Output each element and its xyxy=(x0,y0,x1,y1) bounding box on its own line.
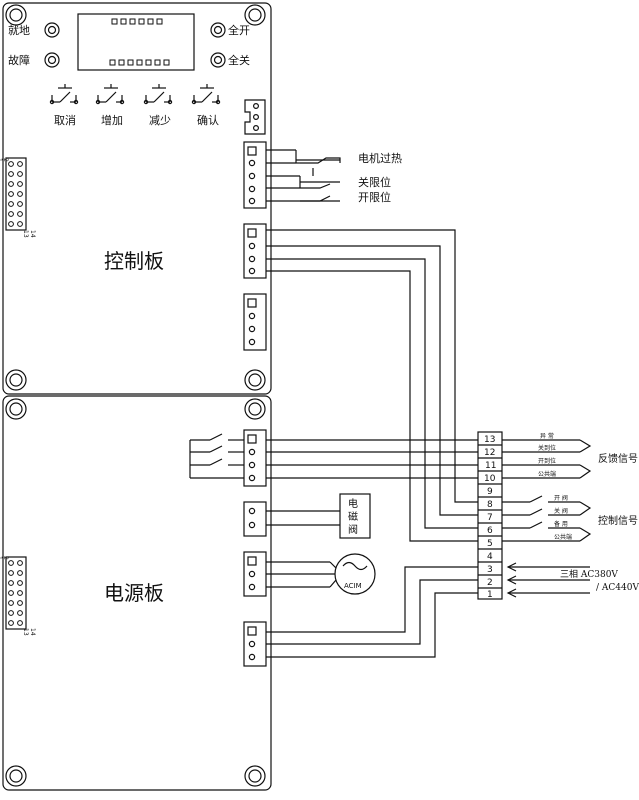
terminal-number: 7 xyxy=(487,513,493,523)
feedback-line-label: 关到位 xyxy=(538,444,556,452)
mounting-hole xyxy=(5,4,27,26)
feedback-signal-label: 反馈信号 xyxy=(598,452,638,465)
button-decrease-label: 减少 xyxy=(149,114,171,127)
display-top-pins xyxy=(111,18,163,25)
indicator-ready-label: 就地 xyxy=(8,23,30,37)
pin-header xyxy=(5,556,27,630)
terminal-number: 2 xyxy=(487,578,493,588)
header-pin-label: 2 xyxy=(2,158,9,162)
limit-switch-wiring xyxy=(266,149,341,202)
control-line-label: 备 用 xyxy=(554,520,568,528)
control-input-lines xyxy=(502,495,592,542)
feedback-output-lines xyxy=(502,439,592,479)
control-line-label: 公共端 xyxy=(554,533,572,541)
control-line-label: 开 阀 xyxy=(554,494,568,502)
power-arrows xyxy=(506,562,590,598)
connector-spare xyxy=(243,293,267,351)
terminal-number: 6 xyxy=(487,526,493,536)
mounting-hole xyxy=(5,765,27,787)
open-limit-label: 开限位 xyxy=(358,190,391,204)
terminal-numbers: 13 12 11 10 9 8 7 6 5 4 3 2 1 xyxy=(484,435,496,600)
pin-header xyxy=(5,157,27,231)
power-input-label-2: / AC440V xyxy=(596,583,639,593)
power-board-outline xyxy=(2,395,272,791)
led-all-open-icon xyxy=(210,22,226,38)
feedback-wires xyxy=(266,439,478,479)
header-pin-label: 14 xyxy=(29,230,36,238)
connector-motor xyxy=(243,551,267,597)
terminal-number: 8 xyxy=(487,500,493,510)
control-board: 就地 故障 全开 全关 取消 增加 xyxy=(0,2,272,395)
motor-overheat-label: 电机过热 xyxy=(358,151,402,165)
power-board-title: 电源板 xyxy=(104,581,164,605)
mounting-hole xyxy=(244,398,266,420)
connector-small xyxy=(244,99,266,135)
motor-label: ACIM xyxy=(344,582,362,590)
terminal-number: 3 xyxy=(487,565,493,575)
mounting-hole xyxy=(244,765,266,787)
solenoid-valve xyxy=(266,493,371,539)
button-increase-icon xyxy=(95,84,125,105)
terminal-number: 12 xyxy=(484,448,495,458)
connector-control-input xyxy=(243,141,267,209)
mounting-hole xyxy=(5,369,27,391)
terminal-number: 5 xyxy=(487,539,493,549)
led-all-close-icon xyxy=(210,52,226,68)
power-input-wires xyxy=(266,566,478,658)
button-decrease-icon xyxy=(143,84,173,105)
display-bottom-pins xyxy=(109,59,170,66)
control-line-label: 关 阀 xyxy=(554,507,568,515)
relay-contacts xyxy=(189,433,244,479)
button-cancel-icon xyxy=(49,84,79,105)
solenoid-label-1: 电 xyxy=(348,497,358,510)
terminal-number: 10 xyxy=(484,474,496,484)
button-confirm-icon xyxy=(191,84,221,105)
terminal-number: 1 xyxy=(487,590,493,600)
button-increase-label: 增加 xyxy=(101,113,123,127)
solenoid-label-2: 磁 xyxy=(348,510,358,523)
connector-control-signal xyxy=(243,223,267,279)
control-board-title: 控制板 xyxy=(104,249,164,273)
motor-icon xyxy=(266,553,376,595)
connector-feedback-relay xyxy=(243,429,267,487)
display-window xyxy=(77,13,195,71)
mounting-hole xyxy=(244,369,266,391)
terminal-number: 4 xyxy=(487,552,493,562)
header-pin-label: 1 xyxy=(0,556,3,560)
button-cancel-label: 取消 xyxy=(54,113,76,127)
power-input-label-1: 三相 AC380V xyxy=(560,568,618,580)
indicator-fault-label: 故障 xyxy=(8,53,30,67)
terminal-number: 13 xyxy=(484,435,495,445)
terminal-number: 11 xyxy=(485,461,496,471)
close-limit-label: 关限位 xyxy=(358,175,391,189)
feedback-line-label: 开到位 xyxy=(538,457,556,465)
header-pin-label: 1 xyxy=(0,158,3,162)
header-pin-label: 13 xyxy=(22,628,29,636)
indicator-all-close-label: 全关 xyxy=(228,53,250,67)
header-pin-label: 14 xyxy=(29,628,36,636)
control-signal-label: 控制信号 xyxy=(598,514,638,527)
feedback-line-label: 异 常 xyxy=(540,432,554,440)
led-fault-icon xyxy=(44,52,60,68)
control-board-outline xyxy=(2,2,272,395)
mounting-hole xyxy=(5,398,27,420)
connector-power-input xyxy=(243,621,267,667)
header-pin-label: 2 xyxy=(2,556,9,560)
connector-solenoid xyxy=(243,501,267,537)
solenoid-label-3: 阀 xyxy=(348,523,358,536)
control-signal-wires xyxy=(266,229,478,542)
led-ready-icon xyxy=(44,22,60,38)
power-board: 2 1 14 13 电源板 xyxy=(0,395,272,791)
indicator-all-open-label: 全开 xyxy=(228,23,250,37)
mounting-hole xyxy=(244,4,266,26)
header-pin-label: 13 xyxy=(22,230,29,238)
terminal-number: 9 xyxy=(487,487,493,497)
feedback-line-label: 公共端 xyxy=(538,470,556,478)
button-confirm-label: 确认 xyxy=(197,114,219,127)
